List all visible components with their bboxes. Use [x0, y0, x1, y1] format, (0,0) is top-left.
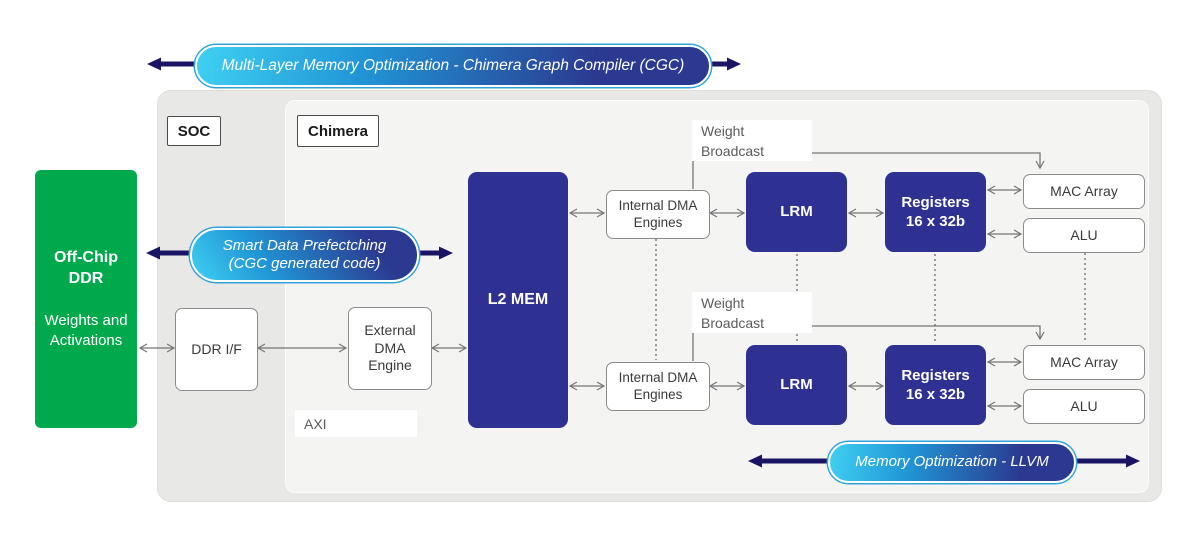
weight-broadcast-route-top — [692, 152, 1045, 189]
lrm-bottom-label: LRM — [780, 376, 813, 394]
external-dma-block: External DMA Engine — [348, 307, 432, 390]
dotted-links — [655, 239, 1086, 360]
registers-top-label: Registers 16 x 32b — [901, 193, 970, 231]
weight-broadcast-top-label: Weight Broadcast — [692, 120, 812, 161]
mac-array-top-label: MAC Array — [1050, 182, 1118, 199]
lrm-top-block: LRM — [746, 172, 847, 252]
lrm-top-label: LRM — [780, 203, 813, 221]
mac-array-top-block: MAC Array — [1023, 174, 1145, 209]
internal-dma-top-block: Internal DMA Engines — [606, 190, 710, 239]
axi-text: AXI — [304, 415, 327, 432]
l2-mem-block: L2 MEM — [468, 172, 568, 428]
chimera-tag: Chimera — [297, 115, 379, 147]
bus-connectors — [138, 152, 1045, 411]
registers-bottom-block: Registers 16 x 32b — [885, 345, 986, 425]
prefetch-banner-label: Smart Data Prefectching (CGC generated c… — [222, 236, 387, 272]
offchip-ddr-block: Off-Chip DDR Weights and Activations — [35, 170, 137, 428]
soc-tag: SOC — [167, 116, 221, 146]
l2-mem-label: L2 MEM — [487, 290, 549, 308]
weight-broadcast-route-bottom — [692, 325, 1045, 361]
internal-dma-bottom-block: Internal DMA Engines — [606, 362, 710, 411]
alu-bottom-label: ALU — [1070, 397, 1098, 414]
internal-dma-top-label: Internal DMA Engines — [618, 197, 698, 230]
ddr-if-block: DDR I/F — [175, 308, 258, 391]
weight-broadcast-bottom-label: Weight Broadcast — [692, 292, 812, 333]
mac-array-bottom-label: MAC Array — [1050, 353, 1118, 370]
ddr-if-label: DDR I/F — [191, 340, 242, 357]
soc-tag-label: SOC — [177, 122, 211, 140]
offchip-ddr-title: Off-Chip DDR — [54, 248, 118, 287]
chimera-tag-label: Chimera — [307, 122, 369, 140]
alu-top-label: ALU — [1070, 226, 1098, 243]
llvm-banner: Memory Optimization - LLVM — [828, 442, 1076, 483]
registers-top-block: Registers 16 x 32b — [885, 172, 986, 252]
internal-dma-bottom-label: Internal DMA Engines — [618, 369, 698, 402]
mac-array-bottom-block: MAC Array — [1023, 345, 1145, 380]
alu-bottom-block: ALU — [1023, 389, 1145, 424]
top-banner: Multi-Layer Memory Optimization - Chimer… — [195, 45, 711, 87]
llvm-banner-label: Memory Optimization - LLVM — [855, 453, 1049, 471]
external-dma-label: External DMA Engine — [364, 322, 416, 374]
top-banner-label: Multi-Layer Memory Optimization - Chimer… — [221, 56, 685, 74]
registers-bottom-label: Registers 16 x 32b — [901, 366, 970, 404]
prefetch-banner: Smart Data Prefectching (CGC generated c… — [190, 228, 419, 282]
offchip-ddr-subtitle: Weights and Activations — [44, 312, 128, 349]
alu-top-block: ALU — [1023, 218, 1145, 253]
axi-bus-label: AXI — [295, 410, 417, 437]
lrm-bottom-block: LRM — [746, 345, 847, 425]
